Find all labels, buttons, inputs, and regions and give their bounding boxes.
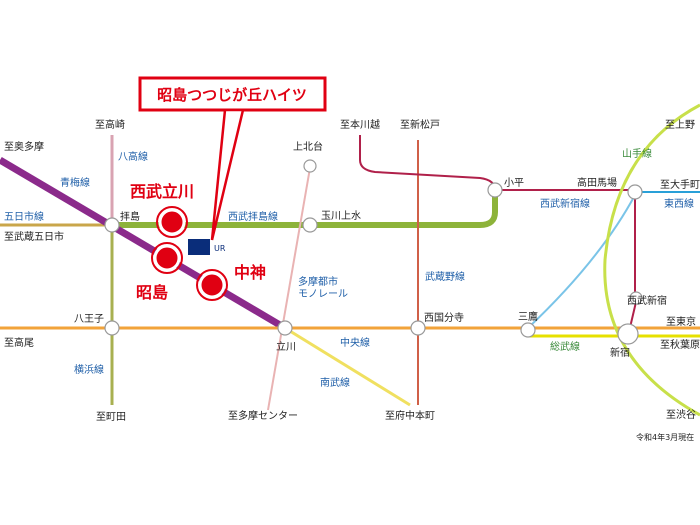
ur-logo-text: UR xyxy=(214,244,226,253)
station-tamagawa-josui: 玉川上水 xyxy=(321,210,361,222)
line-hachiko: 八高線 xyxy=(118,150,148,163)
seibu-haijima-line xyxy=(112,190,498,228)
kodaira-branch-line xyxy=(359,135,496,191)
label-akishima: 昭島 xyxy=(136,283,168,302)
node-nishikokubunji xyxy=(410,320,426,336)
line-tama-monorail-2: モノレール xyxy=(298,289,348,300)
line-yokohama: 横浜線 xyxy=(74,363,104,376)
station-tachikawa: 立川 xyxy=(276,340,296,353)
line-yamanote: 山手線 xyxy=(622,147,652,160)
dir-tokyo: 至東京 xyxy=(666,315,696,328)
line-musashino: 武蔵野線 xyxy=(425,270,465,283)
date-note: 令和4年3月現在 xyxy=(636,432,694,442)
dir-takao: 至高尾 xyxy=(4,336,34,349)
line-seibu-shinjuku: 西武新宿線 xyxy=(540,197,590,210)
dir-shibuya: 至渋谷 xyxy=(666,408,696,421)
ome-line xyxy=(0,156,287,332)
title-pointer xyxy=(210,108,245,241)
line-tozai: 東西線 xyxy=(664,197,694,210)
node-hachioji xyxy=(104,320,120,336)
tozai-link-line xyxy=(527,194,636,329)
line-sobu: 総武線 xyxy=(550,340,580,353)
label-nakagami: 中神 xyxy=(234,263,266,282)
ur-logo-mark xyxy=(188,239,210,255)
label-nishi-tachikawa: 西武立川 xyxy=(130,182,194,201)
line-chuo: 中央線 xyxy=(340,336,370,349)
dir-tama-center: 至多摩センター xyxy=(228,409,298,422)
line-itsukaichi: 五日市線 xyxy=(4,210,44,223)
node-kamikitadai xyxy=(303,159,317,173)
dir-hon-kawagoe: 至本川越 xyxy=(340,118,380,131)
station-kamikitadai: 上北台 xyxy=(293,140,323,153)
dir-ueno: 至上野 xyxy=(665,119,695,131)
node-tamagawa-josui xyxy=(302,217,318,233)
dir-akihabara: 至秋葉原 xyxy=(660,338,700,351)
station-kodaira: 小平 xyxy=(504,177,524,189)
station-nishikokubunji: 西国分寺 xyxy=(424,312,464,324)
nambu-line xyxy=(284,326,411,407)
yamanote-line xyxy=(603,103,700,417)
title-text: 昭島つつじが丘ハイツ xyxy=(157,86,307,104)
node-shinjuku xyxy=(617,323,639,345)
line-tama-monorail: 多摩都市 モノレール xyxy=(298,275,348,300)
node-mitaka xyxy=(520,322,536,338)
station-haijima: 拝島 xyxy=(120,210,140,223)
akishima-marker xyxy=(153,244,181,272)
station-hachioji: 八王子 xyxy=(74,313,104,325)
nishi-tachikawa-marker xyxy=(158,208,186,236)
line-ome: 青梅線 xyxy=(60,176,90,189)
dir-okutama: 至奥多摩 xyxy=(4,140,44,153)
station-mitaka: 三鷹 xyxy=(518,310,538,323)
line-seibu-haijima: 西武拝島線 xyxy=(228,210,278,223)
dir-machida: 至町田 xyxy=(96,411,126,423)
line-tama-monorail-1: 多摩都市 xyxy=(298,275,338,288)
dir-shin-matsudo: 至新松戸 xyxy=(400,118,440,131)
station-shinjuku: 新宿 xyxy=(610,346,630,359)
station-seibu-shinjuku: 西武新宿 xyxy=(627,294,667,307)
tama-monorail-line xyxy=(267,167,311,411)
node-kodaira xyxy=(487,182,503,198)
node-tachikawa xyxy=(277,320,293,336)
line-nambu: 南武線 xyxy=(320,376,350,389)
node-seibu-shinjuku xyxy=(629,291,643,305)
node-takadanobaba xyxy=(627,184,643,200)
dir-takasaki: 至高崎 xyxy=(95,118,125,131)
node-haijima xyxy=(104,217,120,233)
title-box xyxy=(138,76,327,112)
dir-fuchu-hommachi: 至府中本町 xyxy=(385,409,435,422)
dir-musashi-itsukaichi: 至武蔵五日市 xyxy=(4,230,64,243)
dir-otemachi: 至大手町 xyxy=(660,178,700,191)
station-takadanobaba: 高田馬場 xyxy=(577,176,617,189)
nakagami-marker xyxy=(198,271,226,299)
